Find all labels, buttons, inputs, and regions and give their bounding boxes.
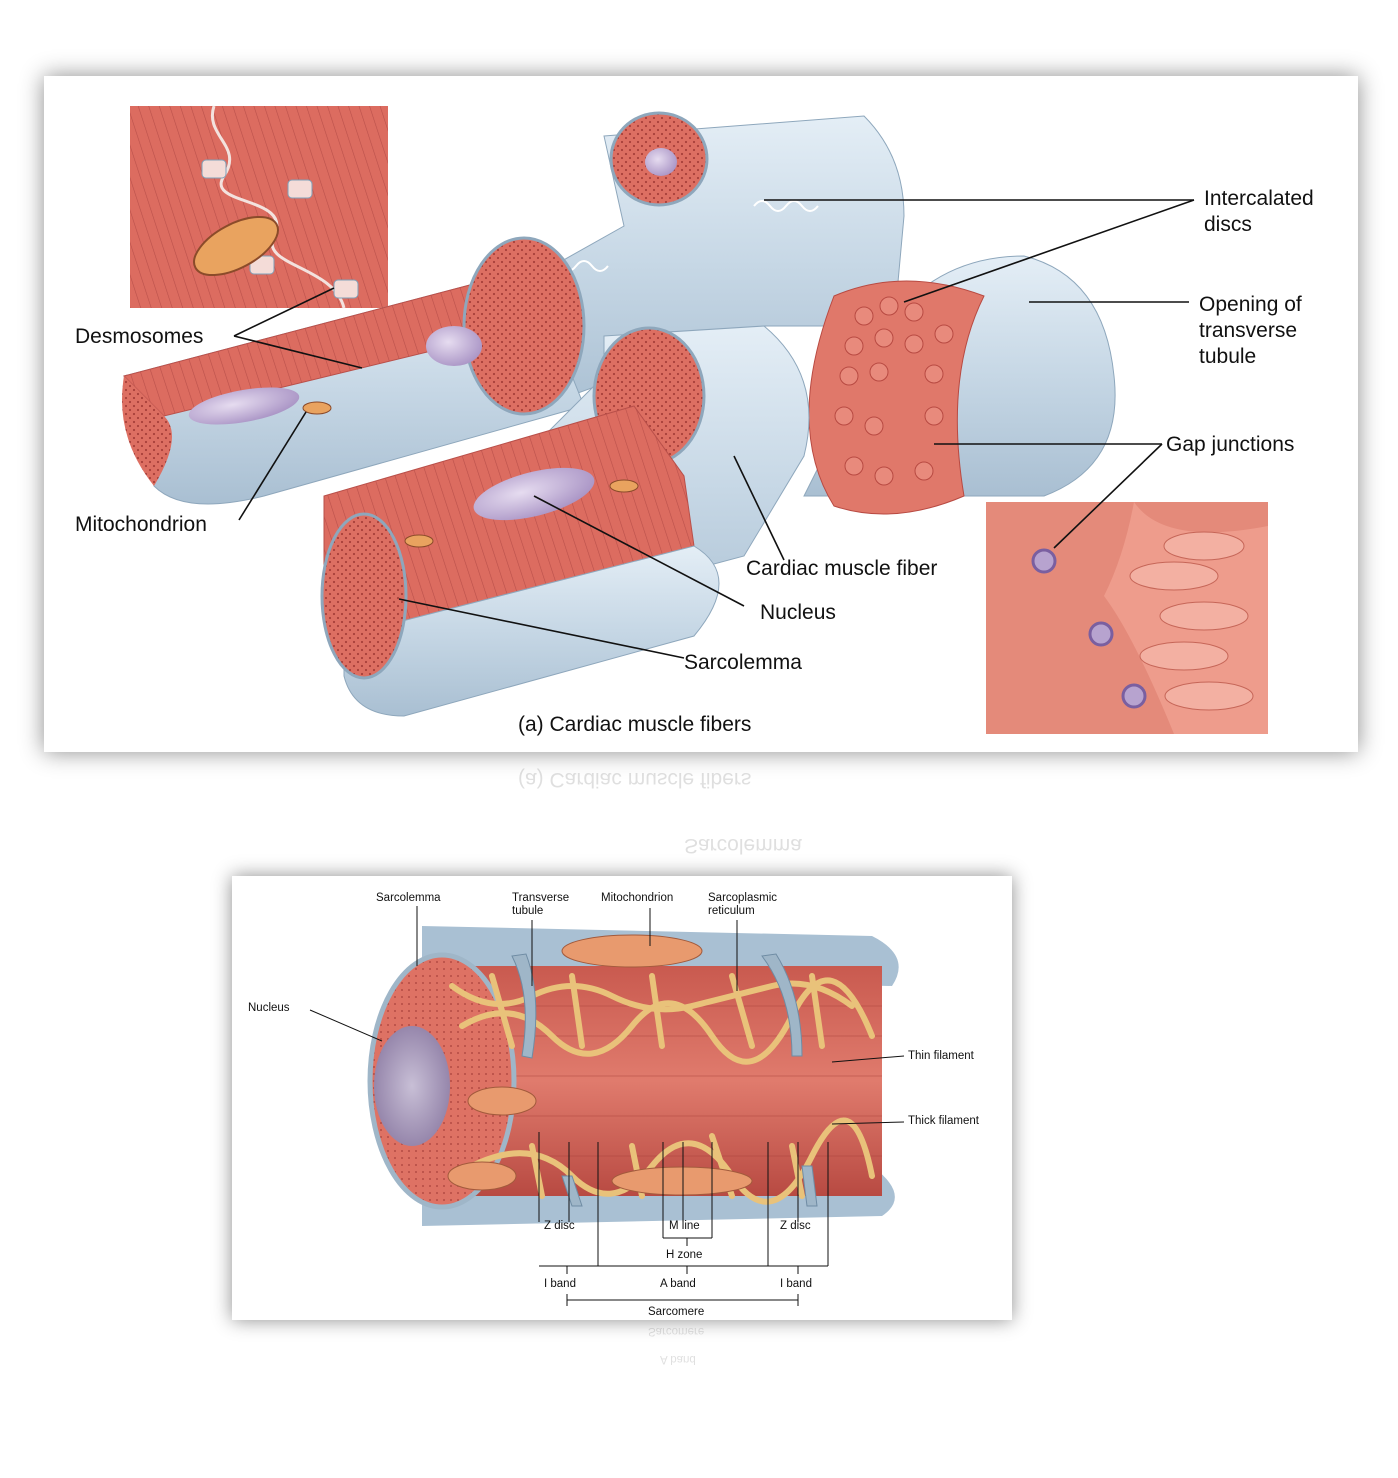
myofibril-illustration: [309, 906, 905, 1306]
label-b-i-band-right: I band: [780, 1278, 812, 1290]
label-desmosomes: Desmosomes: [75, 325, 204, 348]
figure-a-panel: Intercalated discs Opening of transverse…: [44, 76, 1358, 752]
label-b-mitochondrion: Mitochondrion: [601, 892, 674, 904]
label-b-a-band: A band: [660, 1278, 696, 1290]
gap-junction-inset: [986, 502, 1268, 734]
leader-lines-b: [309, 906, 905, 1306]
label-sarcolemma: Sarcolemma: [684, 651, 802, 674]
label-nucleus: Nucleus: [760, 601, 836, 624]
figure-b-panel: Sarcolemma Transverse tubule Mitochondri…: [232, 876, 1012, 1320]
sarcomere-reflection: Sarcomere: [648, 1325, 705, 1337]
label-b-z-disc-left: Z disc: [544, 1220, 575, 1232]
label-b-transverse-tubule: Transverse tubule: [512, 892, 570, 917]
left-fiber: [122, 236, 586, 505]
label-opening-of-transverse-tubule: Opening of transverse tubule: [1199, 293, 1302, 368]
caption-reflection: (a) Cardiac muscle fibers: [518, 768, 752, 791]
label-cardiac-muscle-fiber: Cardiac muscle fiber: [746, 557, 938, 580]
label-b-sarcomere: Sarcomere: [648, 1306, 705, 1318]
label-b-nucleus: Nucleus: [248, 1002, 290, 1014]
label-b-m-line: M line: [669, 1220, 700, 1232]
front-fiber: [302, 401, 720, 717]
label-b-h-zone: H zone: [666, 1249, 703, 1261]
figure-a-caption: (a) Cardiac muscle fibers: [518, 713, 752, 736]
label-b-sarcolemma: Sarcolemma: [376, 892, 441, 904]
label-b-thin-filament: Thin filament: [908, 1050, 974, 1062]
cardiac-fibers-illustration: [122, 105, 1268, 734]
label-b-z-disc-right: Z disc: [780, 1220, 811, 1232]
label-b-thick-filament: Thick filament: [908, 1115, 979, 1127]
a-band-reflection: A band: [660, 1353, 696, 1365]
label-intercalated-discs: Intercalated discs: [1204, 187, 1314, 236]
cut-fiber-intercalated: [803, 255, 1116, 515]
desmosome-inset: [130, 105, 388, 309]
label-mitochondrion: Mitochondrion: [75, 513, 207, 536]
label-gap-junctions: Gap junctions: [1166, 433, 1295, 456]
label-b-i-band-left: I band: [544, 1278, 576, 1290]
label-b-sarcoplasmic-reticulum: Sarcoplasmic reticulum: [708, 892, 778, 917]
sarcolemma-reflection: Sarcolemma: [684, 834, 802, 857]
leader-lines-a: [233, 199, 1195, 659]
